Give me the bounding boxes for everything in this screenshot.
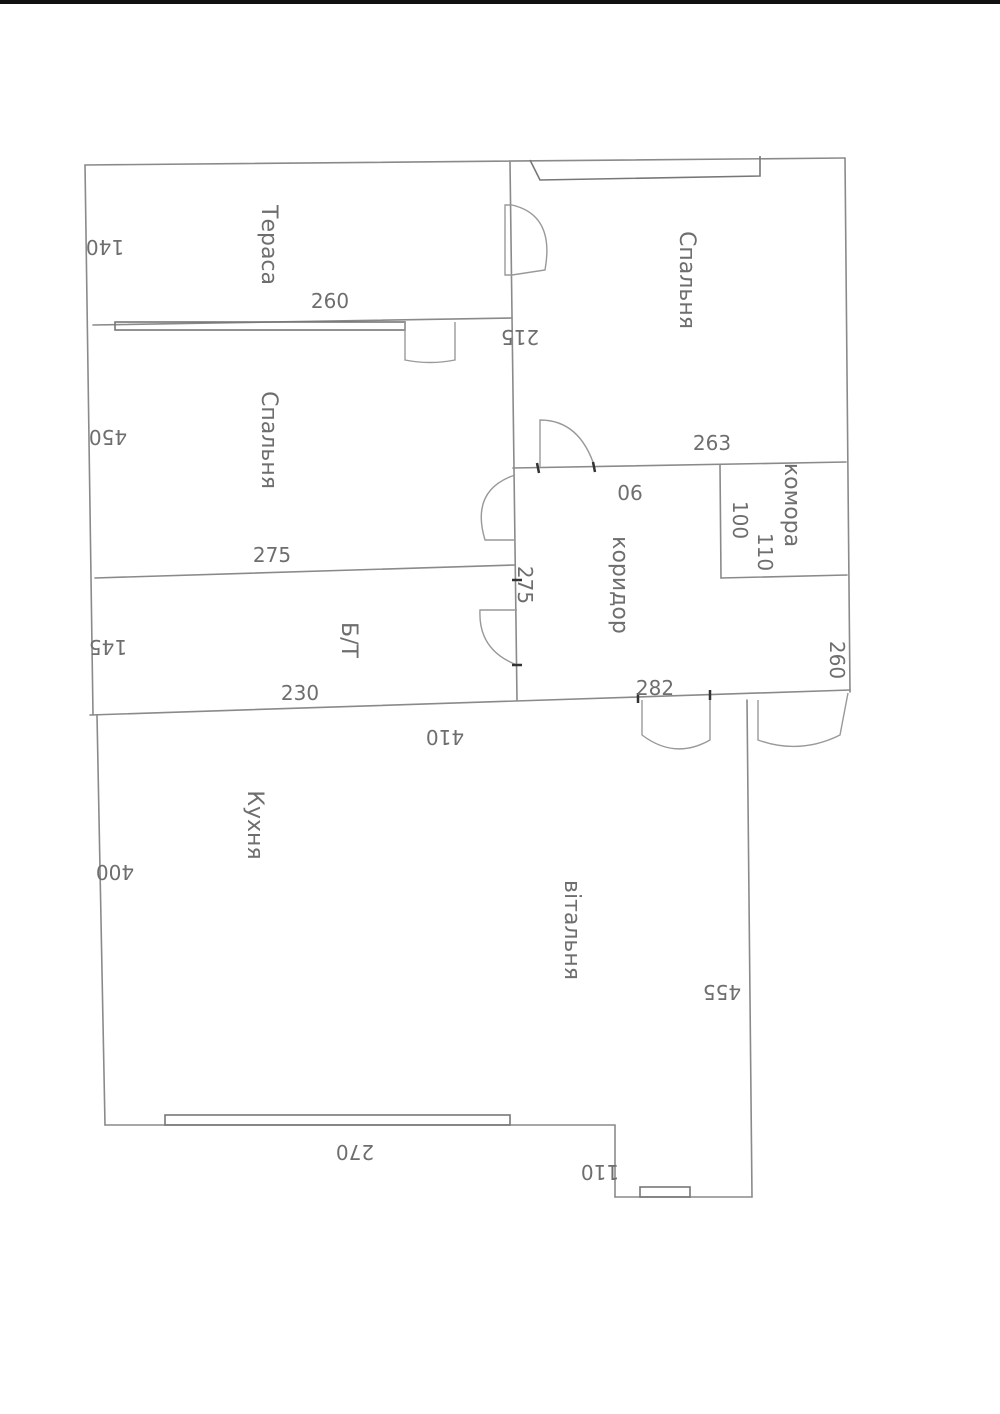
dim-bay-depth: 110 xyxy=(581,1160,619,1184)
wall-top xyxy=(84,157,846,166)
room-corridor-label: коридор xyxy=(607,536,632,634)
wall-bedroom-corridor xyxy=(512,461,847,469)
walls xyxy=(84,157,851,1198)
wall-middle xyxy=(509,161,518,701)
dim-storage-depth: 100 xyxy=(728,501,752,539)
room-kitchen-label: Кухня xyxy=(242,790,267,859)
window-bay xyxy=(639,1186,691,1198)
room-bedroom-left-label: Спальня xyxy=(256,391,281,489)
wall-storage-bottom xyxy=(720,574,848,579)
wall-storage-left xyxy=(719,464,722,579)
door-bathroom xyxy=(479,609,518,666)
dim-terrace-depth: 140 xyxy=(86,235,124,259)
door-terrace xyxy=(504,204,548,276)
dim-living-depth: 455 xyxy=(703,980,741,1004)
wall-bedroom-bathroom xyxy=(94,564,516,579)
dim-bedroom-right-depth: 215 xyxy=(501,325,539,349)
door-bedroom-left xyxy=(480,474,516,541)
door-tick xyxy=(535,462,541,474)
room-storage-label: комора xyxy=(779,463,804,547)
scan-top-edge xyxy=(0,0,1000,4)
wall-left-upper xyxy=(84,164,94,716)
wall-right-upper xyxy=(844,157,851,693)
dim-corridor-depth: 275 xyxy=(513,566,537,604)
dim-bedroom-right-width: 263 xyxy=(693,431,731,455)
window-bedroom-right xyxy=(529,156,761,181)
dim-bathroom-width: 230 xyxy=(281,681,319,705)
room-terrace-label: Тераса xyxy=(256,204,281,285)
room-bedroom-right-label: Спальня xyxy=(674,231,699,329)
room-living-label: вітальня xyxy=(559,880,584,980)
dim-door-width: 90 xyxy=(617,480,642,504)
dim-storage-width: 110 xyxy=(753,533,777,571)
door-kitchen xyxy=(641,695,711,750)
dim-living-width: 270 xyxy=(336,1140,374,1164)
wall-living-right xyxy=(746,699,753,1198)
door-bedroom-left-terrace xyxy=(404,322,456,364)
room-bathroom-label: Б/Т xyxy=(336,622,361,659)
dim-kitchen-width: 410 xyxy=(426,725,464,749)
dim-corridor-width: 282 xyxy=(636,676,674,700)
dim-bedroom-left-depth: 450 xyxy=(89,425,127,449)
wall-kitchen-left xyxy=(96,714,106,1126)
door-living xyxy=(757,692,849,748)
dim-bedroom-left-width: 275 xyxy=(253,543,291,567)
window-kitchen xyxy=(164,1114,511,1126)
dim-terrace-width: 260 xyxy=(311,289,349,313)
door-tick xyxy=(591,461,597,473)
dim-kitchen-depth: 400 xyxy=(96,860,134,884)
wall-main-horizontal xyxy=(89,689,851,716)
dim-bathroom-depth: 145 xyxy=(89,635,127,659)
door-bedroom-right xyxy=(539,419,596,469)
doors xyxy=(404,204,849,750)
dim-corridor-right: 260 xyxy=(825,641,849,679)
